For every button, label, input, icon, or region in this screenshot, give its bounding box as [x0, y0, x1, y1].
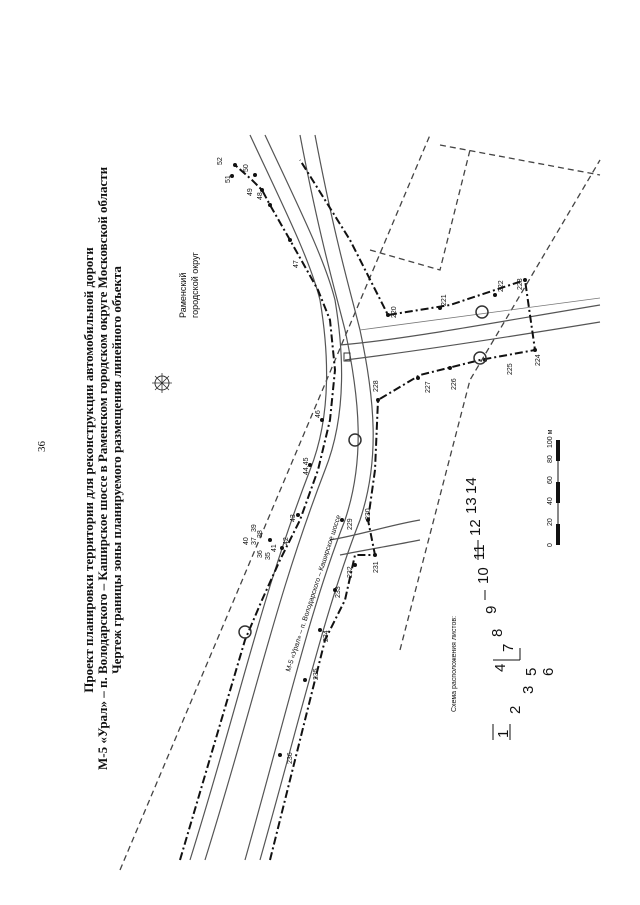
point-label: 228	[373, 380, 380, 392]
branch-road	[344, 321, 601, 361]
point-label: 52	[217, 157, 224, 165]
point-label: 222	[498, 280, 505, 292]
point-label: 43	[290, 514, 297, 522]
sheet-number: 10	[475, 567, 492, 584]
point-label: 220	[391, 306, 398, 318]
scale-tick: 0	[547, 543, 554, 547]
dashed-zone-line	[369, 149, 471, 271]
scale-tick: 20	[547, 518, 554, 526]
sheet-number: 1	[495, 730, 512, 738]
point-label: 51	[225, 175, 232, 183]
point-label: 226	[451, 378, 458, 390]
scheme-title: Схема расположения листов:	[451, 616, 458, 712]
point-label: 229	[347, 518, 354, 530]
sheet-number: 5	[523, 668, 540, 676]
planned-boundary	[179, 164, 337, 861]
point-label: 42	[283, 537, 290, 545]
sheet-scheme-lines	[477, 540, 521, 740]
sheet-scheme: 1 2 3 4 5 6 7 8 9 10 11 12 13 14	[463, 477, 557, 738]
scale-tick: 60	[547, 476, 554, 484]
point-label: 231	[373, 561, 380, 573]
highway-edge	[204, 134, 343, 861]
scale-tick: 40	[547, 497, 554, 505]
boundary-points	[230, 163, 537, 757]
scale-bar	[556, 440, 560, 545]
branch-road	[329, 519, 421, 541]
dashed-zone-line	[399, 159, 601, 651]
sheet-number: 9	[483, 606, 500, 614]
point-label: 49	[247, 188, 254, 196]
sheet-number: 2	[507, 706, 524, 714]
sheet-number: 14	[463, 477, 480, 494]
sheet-number: 7	[500, 644, 517, 652]
point-label: 224	[535, 354, 542, 366]
highway-edge	[244, 134, 359, 861]
sheet-number: 8	[489, 629, 506, 637]
point-label: 47	[293, 260, 300, 268]
point-label: 41	[271, 544, 278, 552]
point-label: 35	[265, 552, 272, 560]
point-label: 36	[257, 550, 264, 558]
scale-tick: 100 м	[547, 429, 554, 448]
sheet-number: 4	[492, 664, 509, 672]
point-label: 232	[347, 566, 354, 578]
point-label: 37	[251, 537, 258, 545]
point-label: 236	[287, 752, 294, 764]
scale-ticks: 0 20 40 60 80 100 м	[547, 429, 554, 547]
sheet-number: 11	[471, 544, 488, 560]
branch-road	[339, 539, 421, 556]
dashed-zone-line	[119, 134, 431, 871]
planned-boundary	[269, 159, 537, 861]
highway-edge	[189, 134, 328, 861]
point-label: 221	[441, 294, 448, 306]
sheet-number: 12	[467, 519, 484, 536]
scale-tick: 80	[547, 455, 554, 463]
point-label: 230	[365, 508, 372, 520]
point-label: 44,45	[303, 457, 310, 475]
point-label: 39	[251, 524, 258, 532]
road-sign-icons	[238, 305, 489, 639]
sheet-number: 6	[540, 668, 557, 676]
point-label: 48	[257, 192, 264, 200]
point-label: 40	[243, 537, 250, 545]
branch-road	[339, 304, 601, 346]
sheet-number: 13	[463, 497, 480, 514]
dashed-zone-line	[439, 144, 601, 176]
district-label-2: городской округ	[190, 251, 200, 318]
highway-edge	[259, 134, 374, 861]
point-label: 225	[507, 363, 514, 375]
branch-road	[359, 297, 601, 331]
building-icon	[343, 352, 351, 362]
point-label: 235	[313, 668, 320, 680]
point-label: 234	[323, 630, 330, 642]
point-label: 227	[425, 381, 432, 393]
point-label: 233	[335, 586, 342, 598]
point-label: 38	[257, 530, 264, 538]
district-label: Раменский	[178, 273, 188, 318]
compass-rose-icon	[152, 373, 172, 393]
point-label: 223	[517, 278, 524, 290]
sheet-number: 3	[520, 686, 537, 694]
point-label: 50	[243, 164, 250, 172]
point-label: 46	[315, 410, 322, 418]
